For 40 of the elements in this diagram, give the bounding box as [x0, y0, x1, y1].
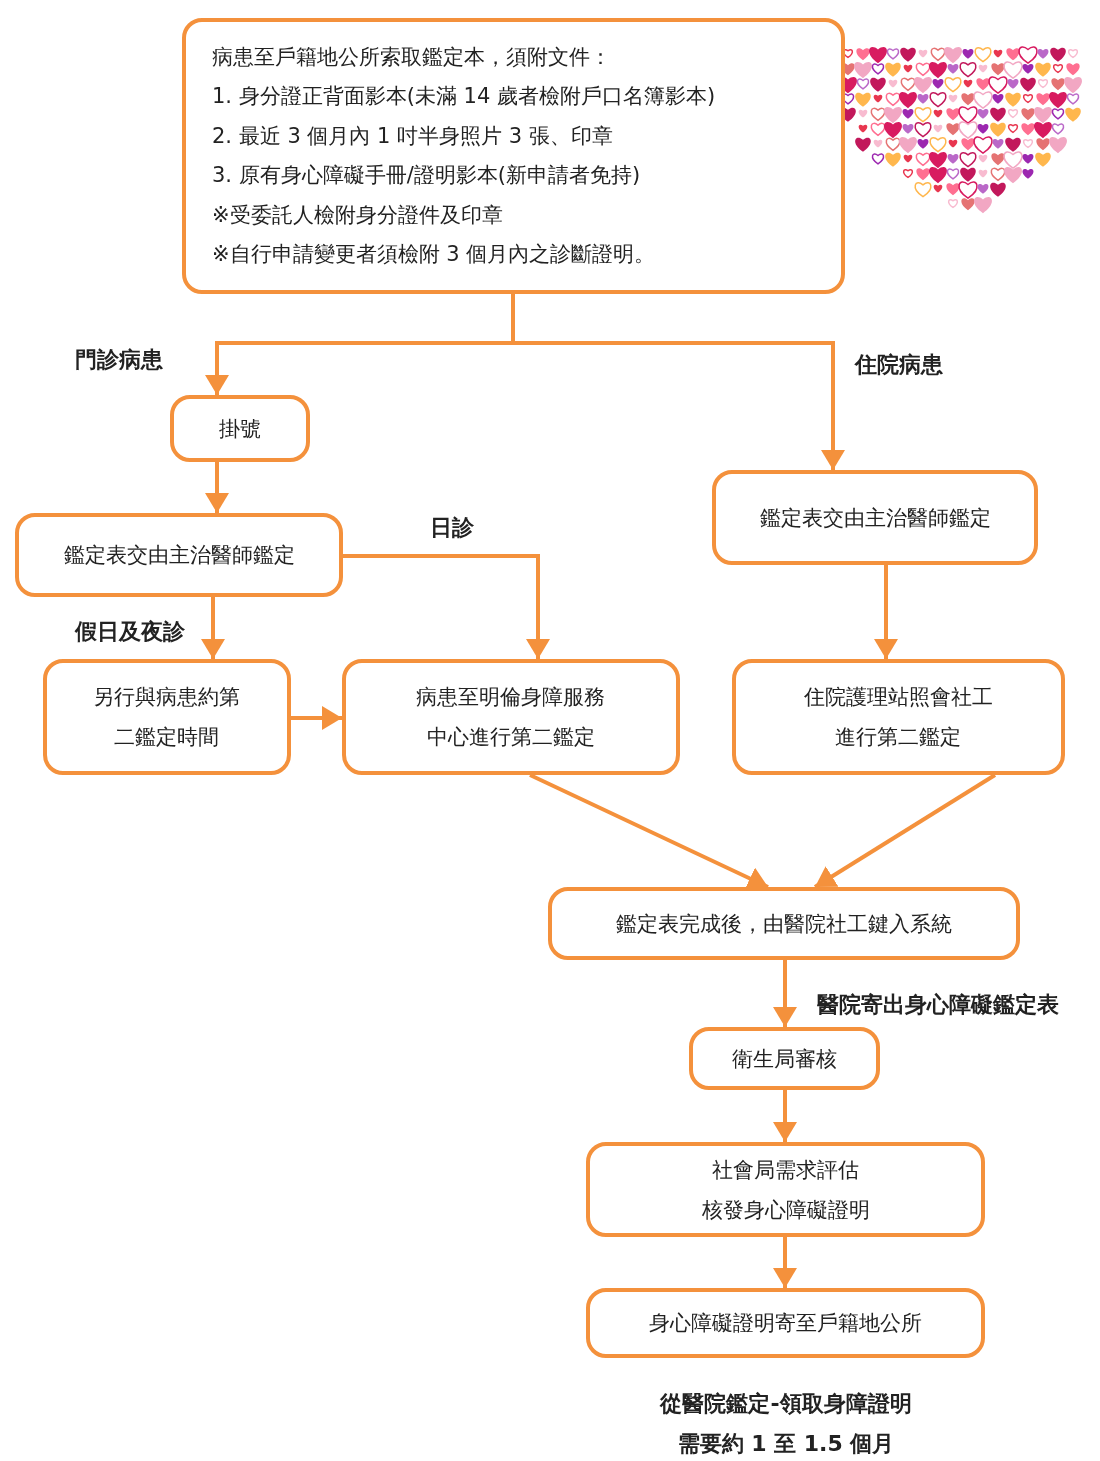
arrow	[201, 597, 225, 659]
process-box	[732, 659, 1065, 775]
process-box	[15, 513, 343, 597]
arrow	[874, 565, 898, 659]
box-text: 另行與病患約第二鑑定時間	[92, 684, 242, 751]
box-text: 住院護理站照會社工進行第二鑑定	[803, 684, 994, 751]
box-text: 衛生局審核	[732, 1045, 837, 1073]
process-box	[548, 887, 1020, 960]
process-box	[586, 1288, 985, 1358]
process-box	[712, 470, 1038, 565]
process-box	[170, 395, 310, 462]
heading-text: 病患至戶籍地公所索取鑑定本，須附文件：	[212, 43, 611, 71]
box-text: 社會局需求評估	[712, 1156, 859, 1184]
list-item: 2. 最近 3 個月內 1 吋半身照片 3 張、印章	[212, 122, 613, 150]
arrow	[773, 1090, 797, 1142]
arrow	[511, 294, 845, 470]
process-box	[342, 659, 680, 775]
list-item: 1. 身分證正背面影本(未滿 14 歲者檢附戶口名簿影本)	[212, 83, 716, 110]
process-box	[586, 1142, 985, 1237]
box-text: 病患至明倫身障服務中心進行第二鑑定	[415, 684, 607, 751]
list-item: 3. 原有身心障礙手冊/證明影本(新申請者免持)	[212, 162, 641, 189]
box-text: 核發身心障礙證明	[701, 1196, 870, 1224]
arrow	[813, 773, 997, 889]
arrow	[291, 706, 342, 730]
list-item: ※自行申請變更者須檢附 3 個月內之診斷證明。	[212, 241, 656, 268]
process-box	[689, 1027, 880, 1090]
arrow	[205, 462, 229, 513]
box-text: 鑑定表交由主治醫師鑑定	[63, 542, 295, 569]
box-text: 鑑定表交由主治醫師鑑定	[759, 504, 991, 532]
process-box	[43, 659, 291, 775]
arrow	[773, 1237, 797, 1288]
box-text: 掛號	[219, 415, 261, 443]
arrow	[529, 773, 769, 890]
box-text: 鑑定表完成後，由醫院社工鍵入系統	[616, 910, 952, 938]
arrow	[773, 960, 797, 1027]
box-text: 身心障礙證明寄至戶籍地公所	[649, 1310, 922, 1337]
arrow	[343, 554, 550, 659]
caption: 從醫院鑑定-領取身障證明需要約 1 至 1.5 個月	[658, 1390, 913, 1458]
process-box	[182, 18, 845, 294]
list-item: ※受委託人檢附身分證件及印章	[212, 201, 503, 229]
